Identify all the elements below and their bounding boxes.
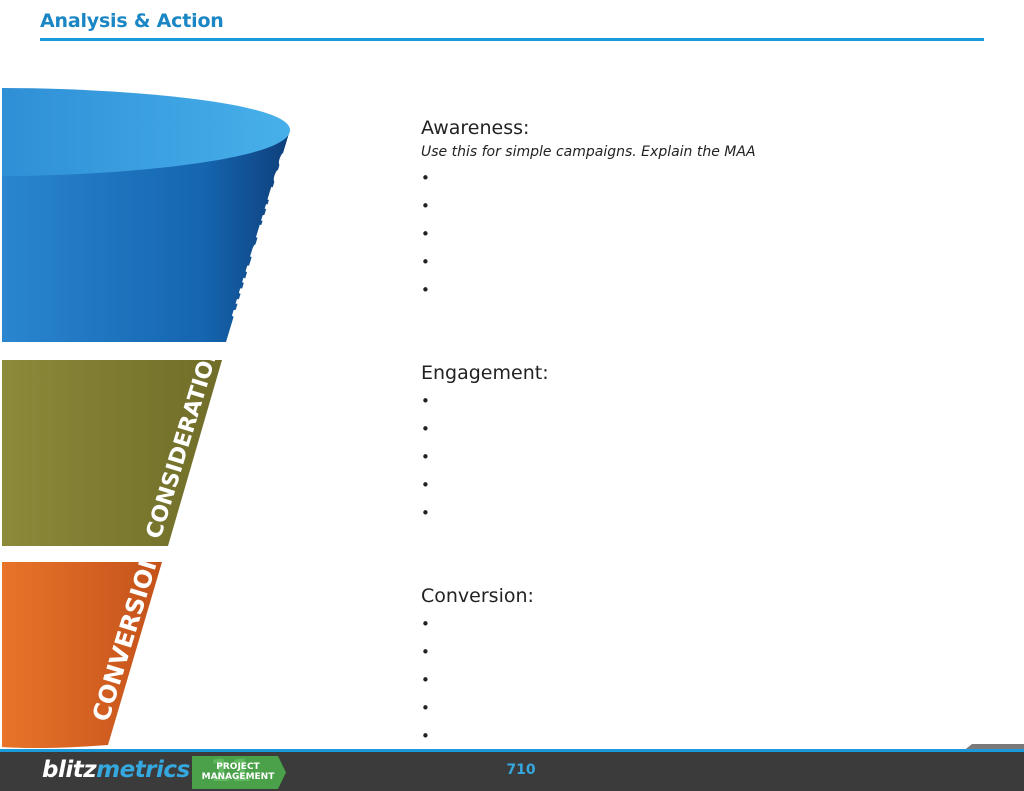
brand-logo-part1: blitz [42, 757, 97, 783]
page-title: Analysis & Action [40, 10, 224, 32]
footer-accent-line [0, 749, 1024, 752]
engagement-section: Engagement: [421, 361, 981, 527]
conversion-section: Conversion: [421, 584, 981, 750]
bullet-item [421, 276, 981, 304]
bullet-item [421, 164, 981, 192]
engagement-bullets [421, 387, 981, 527]
bullet-item [421, 220, 981, 248]
brand-logo-part2: metrics [96, 757, 190, 783]
funnel-graphic: AWARENESS CONSIDERATION CONVERSION [2, 88, 300, 749]
bullet-item [421, 638, 981, 666]
awareness-bullets [421, 164, 981, 304]
bullet-item [421, 499, 981, 527]
bullet-item [421, 722, 981, 750]
awareness-section: Awareness: Use this for simple campaigns… [421, 116, 981, 304]
conversion-bullets [421, 610, 981, 750]
bullet-item [421, 666, 981, 694]
awareness-heading: Awareness: [421, 117, 530, 139]
awareness-note: Use this for simple campaigns. Explain t… [421, 144, 756, 160]
footer-bar [0, 752, 1024, 791]
footer-corner-tab [962, 744, 1024, 752]
bullet-item [421, 610, 981, 638]
brand-logo: blitzmetrics [42, 757, 190, 783]
funnel-stage-conversion [2, 562, 162, 749]
bullet-item [421, 471, 981, 499]
bullet-item [421, 694, 981, 722]
engagement-heading: Engagement: [421, 362, 549, 384]
bullet-item [421, 387, 981, 415]
badge-label-line2: MANAGEMENT [201, 772, 275, 782]
bullet-item [421, 248, 981, 276]
bullet-item [421, 443, 981, 471]
conversion-heading: Conversion: [421, 585, 534, 607]
badge-label-line1: PROJECT [216, 762, 260, 772]
funnel-stage-consideration [2, 360, 222, 546]
title-underline [40, 38, 984, 41]
badge-label: PROJECT MANAGEMENT [196, 762, 280, 782]
project-management-badge [192, 756, 286, 789]
bullet-item [421, 415, 981, 443]
page-number: 710 [506, 762, 536, 778]
bullet-item [421, 192, 981, 220]
marketing-funnel: AWARENESS CONSIDERATION CONVERSION [0, 80, 300, 755]
badge-number: 11 [210, 754, 252, 789]
funnel-rim [2, 88, 290, 176]
